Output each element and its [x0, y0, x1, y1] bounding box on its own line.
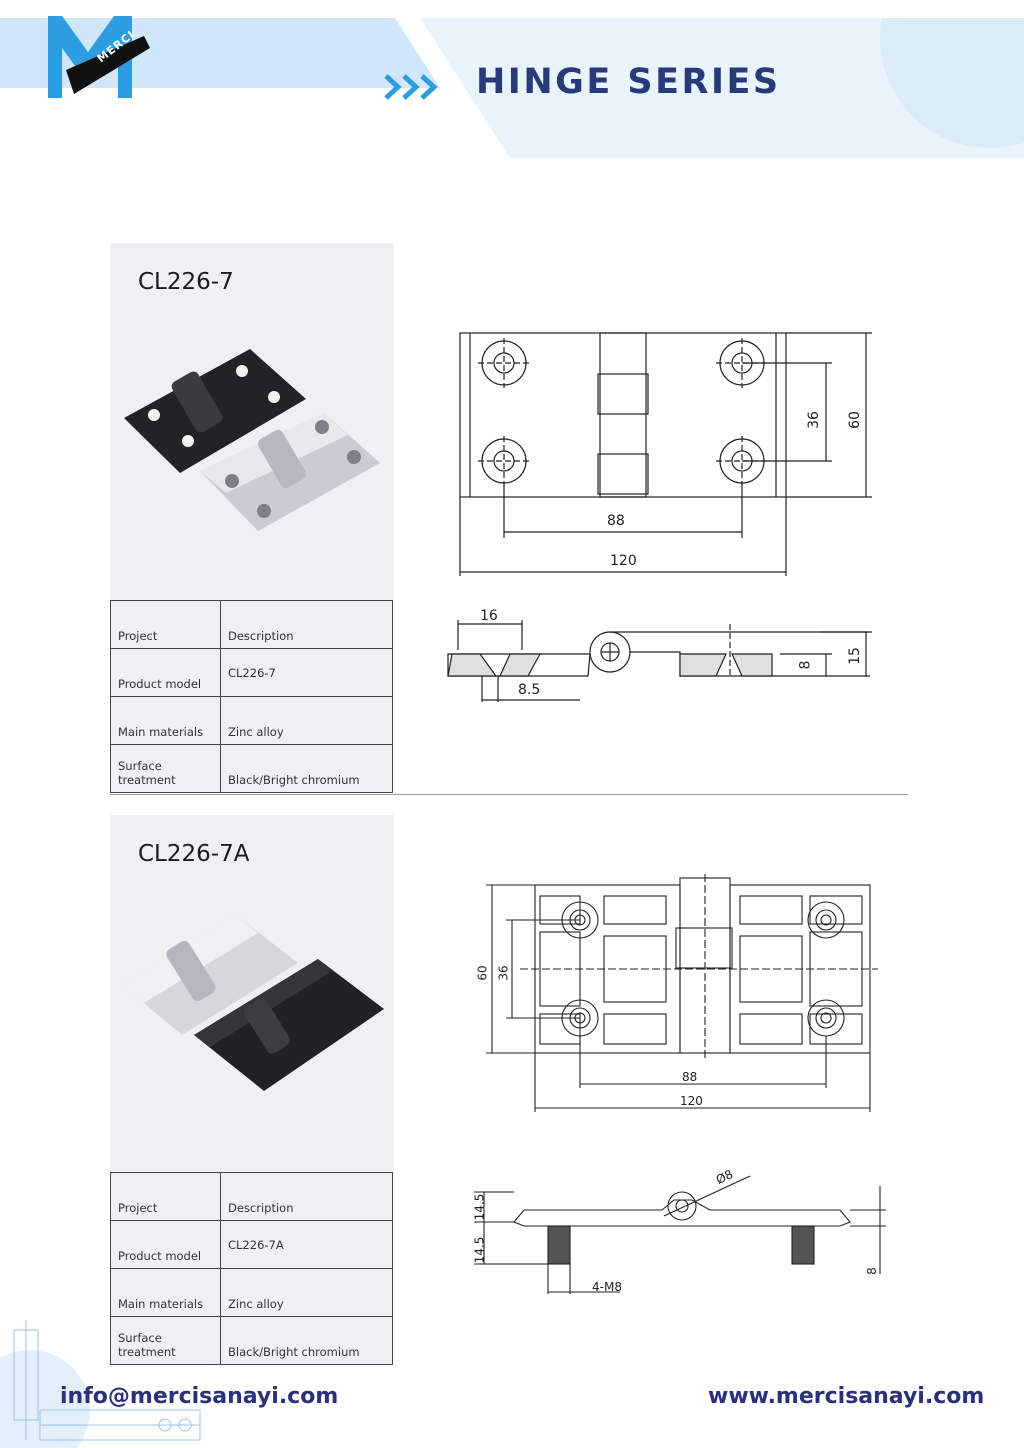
row-value: CL226-7A — [220, 1220, 393, 1269]
row-value: Black/Bright chromium — [220, 1316, 393, 1365]
product-photo-panel: CL226-7 — [110, 243, 394, 600]
dim-88: 88 — [607, 513, 625, 529]
footer-website-link[interactable]: www.mercisanayi.com — [708, 1384, 985, 1409]
dim-8-5: 8.5 — [518, 682, 541, 698]
merci-logo — [48, 16, 150, 98]
row-value: Black/Bright chromium — [220, 744, 393, 793]
table-row: Main materials Zinc alloy — [110, 1268, 393, 1317]
table-row: Product model CL226-7A — [110, 1220, 393, 1269]
series-title: HINGE SERIES — [476, 62, 781, 102]
table-header-description: Description — [220, 1172, 393, 1221]
table-row: Main materials Zinc alloy — [110, 696, 393, 745]
table-row: Project Description — [110, 1172, 393, 1221]
dim-36: 36 — [496, 965, 511, 981]
product-title: CL226-7A — [138, 841, 250, 867]
spec-table: Project Description Product model CL226-… — [110, 1172, 393, 1365]
row-value: CL226-7 — [220, 648, 393, 697]
dim-36: 36 — [805, 411, 822, 429]
row-label: Surface treatment — [110, 744, 221, 793]
technical-drawing-top-view — [486, 874, 878, 1112]
row-label: Main materials — [110, 1268, 221, 1317]
dim-4-m8: 4-M8 — [592, 1280, 622, 1294]
spec-table: Project Description Product model CL226-… — [110, 600, 393, 793]
technical-drawing-top-view — [459, 332, 872, 576]
dim-120: 120 — [610, 553, 637, 569]
product-photo-panel: CL226-7A — [110, 815, 394, 1172]
dim-14-5-top: 14.5 — [472, 1193, 487, 1221]
hinge-photo — [124, 349, 380, 531]
dim-88: 88 — [682, 1070, 698, 1084]
dim-16: 16 — [480, 608, 498, 624]
dim-60: 60 — [475, 965, 490, 981]
row-label: Main materials — [110, 696, 221, 745]
table-header-description: Description — [220, 600, 393, 649]
product-title: CL226-7 — [138, 269, 234, 295]
table-header-project: Project — [110, 600, 221, 649]
table-row: Product model CL226-7 — [110, 648, 393, 697]
table-row: Project Description — [110, 600, 393, 649]
chevron-arrows-icon — [384, 74, 438, 100]
dim-120: 120 — [680, 1094, 703, 1108]
footer-decoration-blueprint — [0, 1320, 201, 1448]
dim-14-5-bottom: 14.5 — [472, 1236, 487, 1264]
table-row: Surface treatment Black/Bright chromium — [110, 1316, 393, 1365]
table-row: Surface treatment Black/Bright chromium — [110, 744, 393, 793]
section-divider — [110, 794, 908, 795]
dim-15: 15 — [846, 647, 863, 665]
footer-email-link[interactable]: info@mercisanayi.com — [60, 1384, 339, 1409]
row-value: Zinc alloy — [220, 1268, 393, 1317]
table-header-project: Project — [110, 1172, 221, 1221]
technical-drawing-side-view — [474, 1175, 886, 1294]
hinge-photo — [122, 915, 384, 1091]
dim-8: 8 — [864, 1267, 879, 1275]
row-value: Zinc alloy — [220, 696, 393, 745]
technical-drawing-side-view — [447, 620, 872, 702]
row-label: Surface treatment — [110, 1316, 221, 1365]
row-label: Product model — [110, 1220, 221, 1269]
dim-60: 60 — [846, 411, 863, 429]
dim-8: 8 — [797, 660, 814, 670]
row-label: Product model — [110, 648, 221, 697]
